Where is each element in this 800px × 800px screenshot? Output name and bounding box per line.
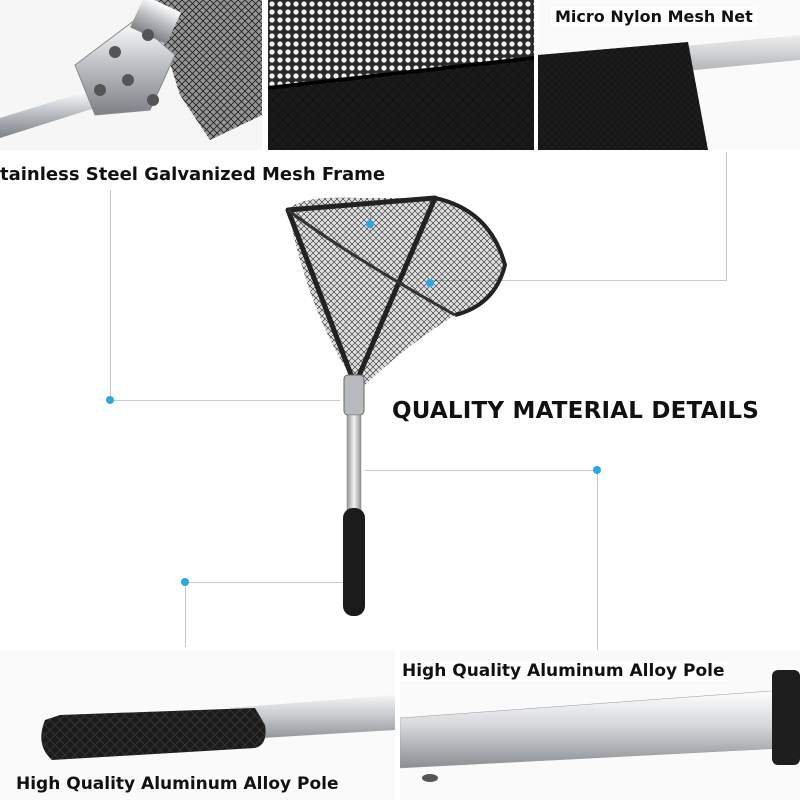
headline: QUALITY MATERIAL DETAILS	[392, 398, 760, 424]
mesh-net-label: Micro Nylon Mesh Net	[551, 7, 757, 26]
landing-net-product-image	[280, 190, 510, 620]
mesh-closeup-photo	[268, 0, 534, 150]
guide-line	[597, 470, 598, 650]
guide-line	[430, 280, 727, 281]
guide-line	[185, 582, 186, 647]
callout-dot-icon	[181, 578, 189, 586]
guide-line	[726, 152, 727, 280]
guide-line	[110, 190, 111, 400]
grip-closeup-photo	[0, 650, 395, 800]
callout-dot-icon	[426, 279, 434, 287]
frame-label: tainless Steel Galvanized Mesh Frame	[0, 164, 386, 185]
guide-line	[110, 400, 340, 401]
callout-dot-icon	[593, 466, 601, 474]
callout-dot-icon	[106, 396, 114, 404]
callout-dot-icon	[366, 220, 374, 228]
guide-line	[365, 470, 598, 471]
pole-label-right: High Quality Aluminum Alloy Pole	[400, 661, 727, 681]
guide-line	[185, 582, 345, 583]
pole-label-left: High Quality Aluminum Alloy Pole	[16, 774, 339, 794]
frame-joint-photo	[0, 0, 262, 150]
